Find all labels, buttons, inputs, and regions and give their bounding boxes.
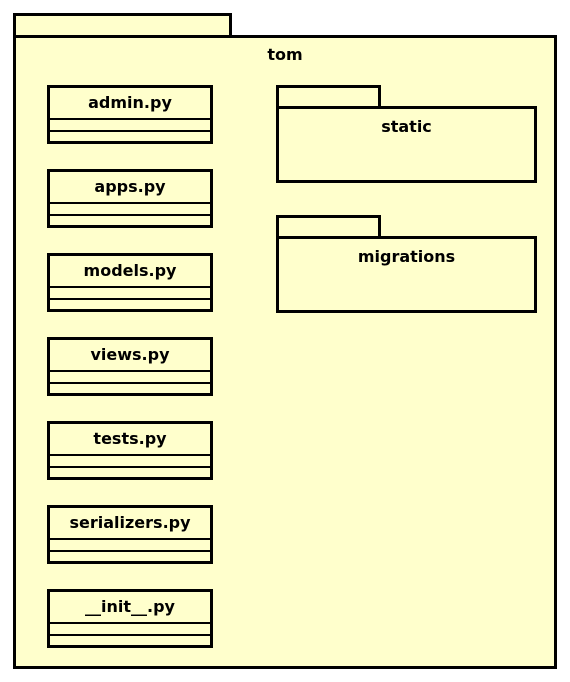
methods-section — [50, 298, 210, 310]
attributes-section — [50, 286, 210, 298]
attributes-section — [50, 370, 210, 382]
class-apps[interactable]: apps.py — [47, 169, 213, 228]
class-name: views.py — [90, 345, 170, 364]
package-migrations[interactable]: migrations — [276, 236, 537, 313]
package-tab-migrations — [276, 215, 381, 240]
package-title: static — [381, 117, 432, 136]
class-views[interactable]: views.py — [47, 337, 213, 396]
class-name: models.py — [83, 261, 177, 280]
methods-section — [50, 634, 210, 646]
methods-section — [50, 130, 210, 142]
class-name: tests.py — [93, 429, 167, 448]
methods-section — [50, 550, 210, 562]
class-admin[interactable]: admin.py — [47, 85, 213, 144]
methods-section — [50, 466, 210, 478]
class-name: admin.py — [88, 93, 172, 112]
class-name: __init__.py — [85, 597, 175, 616]
package-static[interactable]: static — [276, 106, 537, 183]
methods-section — [50, 382, 210, 394]
attributes-section — [50, 454, 210, 466]
class-tests[interactable]: tests.py — [47, 421, 213, 480]
attributes-section — [50, 622, 210, 634]
attributes-section — [50, 538, 210, 550]
class-models[interactable]: models.py — [47, 253, 213, 312]
package-title: migrations — [357, 247, 456, 266]
attributes-section — [50, 118, 210, 130]
package-tab-static — [276, 85, 381, 110]
package-title: tom — [267, 45, 303, 64]
class-name: apps.py — [94, 177, 166, 196]
attributes-section — [50, 202, 210, 214]
methods-section — [50, 214, 210, 226]
class-init[interactable]: __init__.py — [47, 589, 213, 648]
class-name: serializers.py — [69, 513, 191, 532]
class-serializers[interactable]: serializers.py — [47, 505, 213, 564]
